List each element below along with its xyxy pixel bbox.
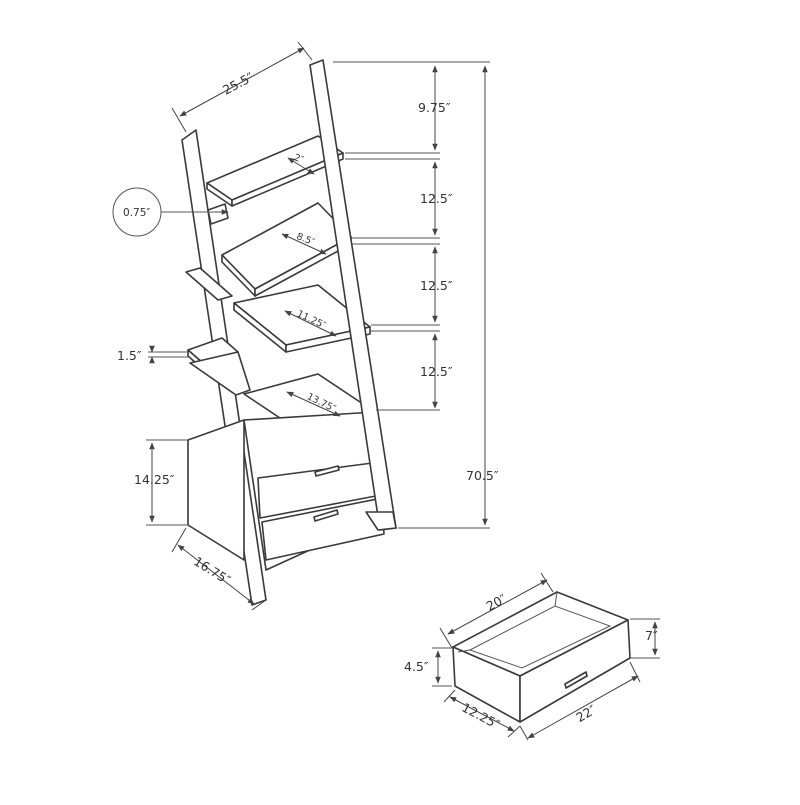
label-drawer-height-front: 7″ <box>645 628 658 643</box>
label-gap-2: 12.5″ <box>420 191 453 206</box>
shelf-1-lip <box>207 203 229 225</box>
shelf-1 <box>206 135 344 207</box>
label-frame-thickness: 0.75″ <box>123 207 150 219</box>
drawer-detail <box>432 572 660 741</box>
drawer-handle-1 <box>314 465 340 477</box>
label-total-height: 70.5″ <box>466 468 499 483</box>
label-shelf-depth-1: 2″ <box>292 152 305 166</box>
label-base-depth: 16.75″ <box>191 553 234 587</box>
shelf-2 <box>221 202 352 297</box>
drawer-handle-2 <box>313 509 339 522</box>
label-top-gap: 9.75″ <box>418 100 451 115</box>
label-shelf-thickness: 1.5″ <box>117 348 142 363</box>
dimension-lines <box>112 41 490 611</box>
label-gap-4: 12.5″ <box>420 364 453 379</box>
label-cabinet-height: 14.25″ <box>134 472 175 487</box>
drawer-front-2 <box>261 497 385 561</box>
right-rail-foot <box>365 511 397 531</box>
label-top-width: 25.5″ <box>220 69 256 98</box>
ladder-shelf-unit <box>181 59 397 606</box>
label-drawer-height-side: 4.5″ <box>404 659 429 674</box>
label-gap-3: 12.5″ <box>420 278 453 293</box>
cabinet <box>187 411 385 571</box>
side-bracket-upper <box>185 267 233 301</box>
label-drawer-width-inner: 20″ <box>484 591 510 614</box>
label-drawer-width-front: 22″ <box>573 702 599 725</box>
